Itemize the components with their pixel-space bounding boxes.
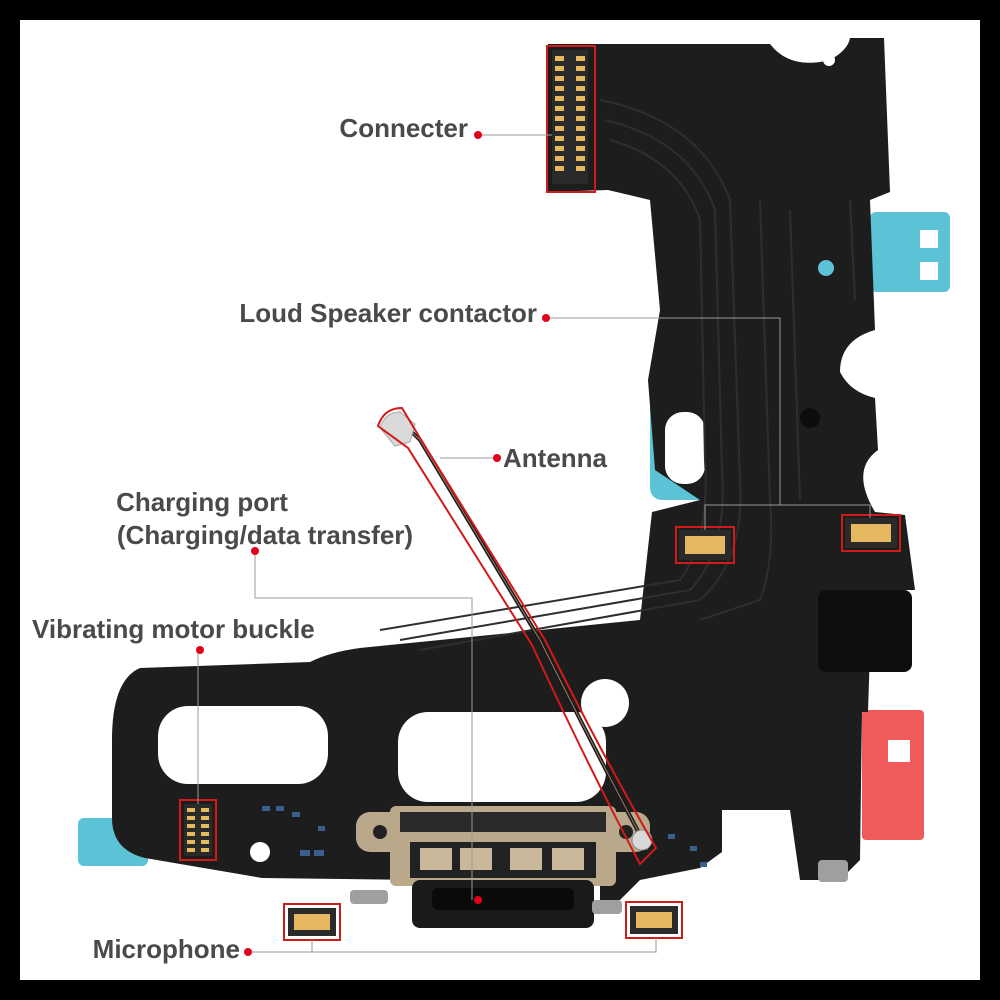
leader-charging — [254, 552, 473, 900]
dot-antenna — [493, 454, 501, 462]
connector-pins — [555, 56, 585, 171]
vibrating-connector-pins — [187, 808, 209, 852]
dot-speaker — [542, 314, 550, 322]
tape-hole-red — [888, 740, 910, 762]
label-charging-line2: (Charging/data transfer) — [117, 520, 413, 550]
small-mic-hole — [800, 408, 820, 428]
board-cutout-center — [398, 712, 606, 802]
flex-cable-diagram: Connecter Loud Speaker contactor Antenna… — [32, 38, 950, 964]
tape-hole-2 — [920, 262, 938, 280]
marker-dots — [196, 131, 550, 956]
highlight-speaker-right — [841, 514, 901, 552]
board-hole-blue — [818, 260, 834, 276]
tape-hole-middle — [665, 412, 705, 484]
tape-hole-1 — [920, 230, 938, 248]
label-antenna: Antenna — [503, 443, 608, 473]
leader-microphone — [250, 940, 313, 953]
label-vibrating: Vibrating motor buckle — [32, 614, 315, 644]
board-cutout-left — [158, 706, 328, 784]
highlight-mic-right — [625, 901, 683, 939]
leader-lines — [197, 134, 871, 953]
charging-port — [350, 806, 848, 928]
vibrating-connector — [184, 804, 212, 856]
black-pad — [818, 590, 912, 672]
diagram-canvas: Connecter Loud Speaker contactor Antenna… — [20, 20, 980, 980]
red-tape — [862, 710, 924, 840]
smd-parts — [262, 806, 707, 867]
leader-speaker-branch — [780, 504, 871, 518]
board-hole-top — [823, 54, 835, 66]
dot-charging-port — [474, 896, 482, 904]
label-connector: Connecter — [339, 113, 468, 143]
antenna — [379, 411, 653, 851]
leader-microphone-branch — [312, 938, 657, 953]
highlight-antenna — [376, 406, 658, 866]
dot-vibrating — [196, 646, 204, 654]
board-hole-left — [250, 842, 270, 862]
flex-board — [112, 38, 938, 905]
label-charging-line1: Charging port — [116, 487, 288, 517]
label-microphone: Microphone — [93, 934, 240, 964]
label-speaker: Loud Speaker contactor — [239, 298, 537, 328]
highlight-connector — [546, 45, 596, 193]
board-hole-center — [581, 679, 629, 727]
dot-charging — [251, 547, 259, 555]
dot-microphone — [244, 948, 252, 956]
components — [184, 50, 912, 936]
labels: Connecter Loud Speaker contactor Antenna… — [32, 113, 608, 964]
dot-connector — [474, 131, 482, 139]
